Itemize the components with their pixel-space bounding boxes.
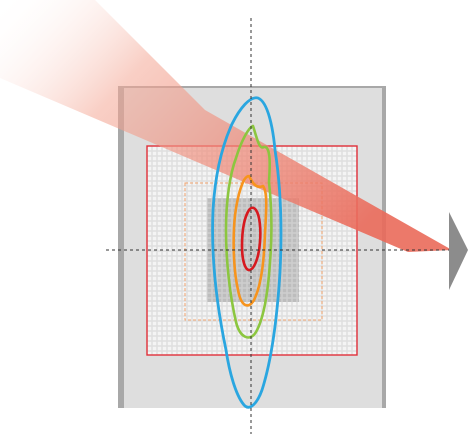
axes xyxy=(106,18,456,434)
contour-inner xyxy=(240,206,262,272)
orange-frame xyxy=(184,182,323,321)
contour-second xyxy=(224,124,273,339)
contour-outer xyxy=(211,96,283,409)
contour-third xyxy=(232,174,268,307)
dose-contours xyxy=(211,96,283,409)
beam-wedge xyxy=(0,0,452,252)
right-pointing-triangle-icon xyxy=(449,212,468,290)
